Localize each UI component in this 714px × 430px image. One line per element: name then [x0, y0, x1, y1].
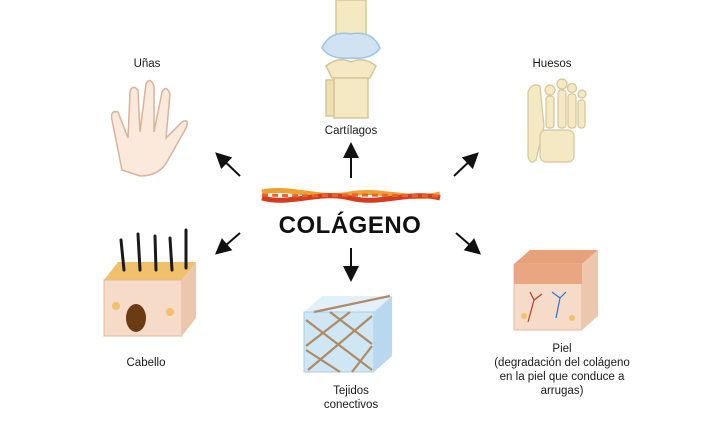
arrow-to-nails	[215, 152, 241, 177]
center-title: COLÁGENO	[278, 212, 422, 239]
skin-block-icon	[513, 250, 598, 331]
label-connective-tissue: Tejidos conectivos	[323, 385, 379, 411]
arrow-to-skin	[455, 232, 482, 255]
foot-bones-icon	[527, 78, 587, 163]
label-cartilage: Cartílagos	[324, 125, 378, 137]
hair-skin-block-icon	[103, 228, 196, 337]
collagen-fiber-icon	[261, 187, 441, 203]
arrow-to-hair	[214, 232, 241, 255]
arrows	[214, 142, 482, 282]
label-nails: Uñas	[133, 58, 161, 70]
label-skin: Piel (degradación del colágeno en la pie…	[494, 343, 630, 397]
label-hair: Cabello	[126, 357, 166, 369]
label-bones: Huesos	[532, 58, 572, 70]
connective-tissue-cube-icon	[303, 294, 392, 373]
hand-icon	[110, 79, 189, 177]
arrow-to-bones	[453, 152, 479, 177]
knee-joint-icon	[321, 0, 381, 119]
